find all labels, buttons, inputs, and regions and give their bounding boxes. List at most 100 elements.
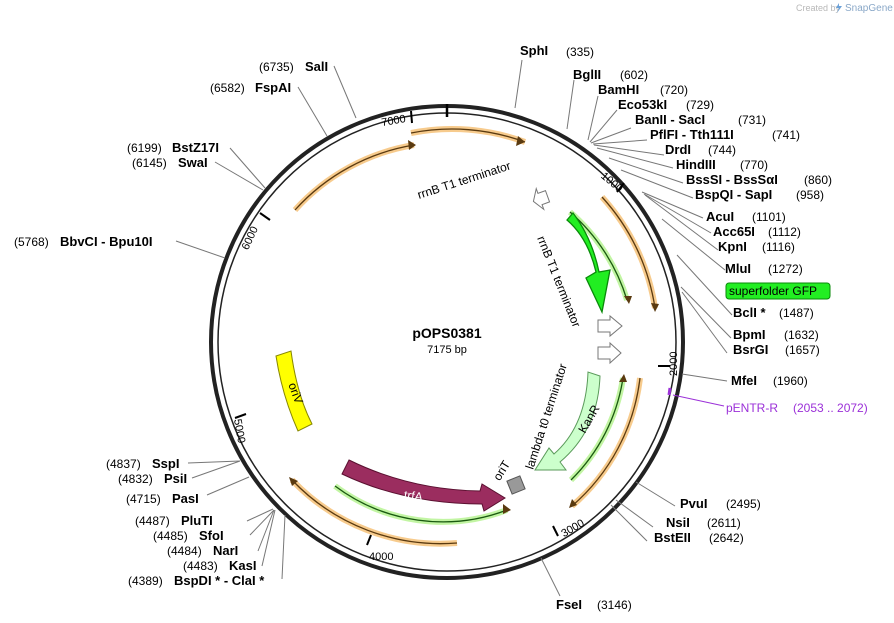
site-hindIII-pos: (770) [740, 158, 768, 172]
site-bamHI-pos: (720) [660, 83, 688, 97]
site-kpnI-name: KpnI [718, 239, 747, 254]
orf-arrowheads [289, 136, 659, 514]
site-swaI-pos: (6145) [132, 156, 167, 170]
gfp-label-box [725, 282, 831, 300]
site-mluI-name: MluI [725, 261, 751, 276]
rrnB-terminator-a-arrow [532, 186, 551, 211]
site-bsrGI-name: BsrGI [733, 342, 768, 357]
site-bbvCI-pos: (5768) [14, 235, 49, 249]
primer-leader [672, 394, 725, 407]
site-bamHI-name: BamHI [598, 82, 639, 97]
site-sphI-name: SphI [520, 43, 548, 58]
snapgene-logo-icon [836, 3, 842, 13]
site-sspI-name: SspI [152, 456, 179, 471]
site-bspQI-pos: (958) [796, 188, 824, 202]
ruler-label-1000: 1000 [598, 170, 624, 195]
site-bstZ17I-name: BstZ17I [172, 140, 219, 155]
ruler-label-6000: 6000 [240, 225, 261, 252]
oriV-feature [275, 350, 313, 432]
site-bpmI-pos: (1632) [784, 328, 819, 342]
site-eco53kI-name: Eco53kI [618, 97, 667, 112]
site-pflFI-pos: (741) [772, 128, 800, 142]
site-bstEII-pos: (2642) [709, 531, 744, 545]
gfp-feature [566, 211, 611, 315]
site-bstEII-name: BstEII [654, 530, 691, 545]
site-acuI-pos: (1101) [752, 210, 786, 224]
site-sfoI-name: SfoI [199, 528, 224, 543]
site-fspAI-name: FspAI [255, 80, 291, 95]
rrnB-terminator-a-label: rrnB T1 terminator [416, 159, 513, 202]
site-bspDI-pos: (4389) [128, 574, 163, 588]
trfA-feature [341, 459, 506, 512]
site-fseI-pos: (3146) [597, 598, 632, 612]
site-bpmI-name: BpmI [733, 327, 766, 342]
tick-4000 [366, 534, 372, 546]
site-nsiI-name: NsiI [666, 515, 690, 530]
terminator-arrows [532, 186, 623, 365]
orf-arcs [289, 126, 658, 547]
site-pvuI-pos: (2495) [726, 497, 761, 511]
site-mfeI-name: MfeI [731, 373, 757, 388]
site-fspAI-pos: (6582) [210, 81, 245, 95]
site-bglII-pos: (602) [620, 68, 648, 82]
site-narI-name: NarI [213, 543, 238, 558]
tick-7000 [410, 110, 413, 124]
tick-5000 [234, 413, 247, 419]
site-hindIII-name: HindIII [676, 157, 716, 172]
plasmid-length: 7175 bp [427, 344, 467, 356]
site-pvuI-name: PvuI [680, 496, 707, 511]
oriT-label: oriT [490, 458, 513, 484]
site-sfoI-pos: (4485) [153, 529, 188, 543]
site-psiI-pos: (4832) [118, 472, 153, 486]
lambda-terminator-arrow [597, 341, 622, 365]
gfp-label: superfolder GFP [729, 284, 817, 298]
site-sspI-pos: (4837) [106, 457, 141, 471]
site-bclI-pos: (1487) [779, 306, 814, 320]
site-bspQI-name: BspQI - SapI [695, 187, 772, 202]
site-bglII-name: BglII [573, 67, 601, 82]
site-drdI-pos: (744) [708, 143, 736, 157]
site-bssSI-pos: (860) [804, 173, 832, 187]
site-pasI-name: PasI [172, 491, 199, 506]
site-kpnI-pos: (1116) [762, 240, 795, 254]
site-banII-pos: (731) [738, 113, 766, 127]
primer-mark [667, 387, 672, 396]
site-bsrGI-pos: (1657) [785, 343, 820, 357]
site-leaders [175, 59, 733, 597]
site-bssSI-name: BssSI - BssSαI [686, 172, 778, 187]
primer-range: (2053 .. 2072) [793, 401, 868, 415]
site-bclI-name: BclI * [733, 305, 766, 320]
credit-brand: SnapGene [845, 3, 893, 14]
primer-name: pENTR-R [726, 401, 778, 415]
site-acc65I-pos: (1112) [768, 225, 801, 239]
site-salI-pos: (6735) [259, 60, 294, 74]
site-salI-name: SalI [305, 59, 328, 74]
oriV-label: oriV [285, 381, 305, 406]
tick-6000 [259, 212, 271, 221]
kanR-feature [534, 371, 601, 471]
site-eco53kI-pos: (729) [686, 98, 714, 112]
oriT-feature [506, 475, 526, 495]
tick-3000 [552, 525, 559, 537]
site-banII-name: BanII - SacI [635, 112, 705, 127]
site-pasI-pos: (4715) [126, 492, 161, 506]
ruler-label-5000: 5000 [231, 418, 247, 444]
site-kasI-name: KasI [229, 558, 256, 573]
site-swaI-name: SwaI [178, 155, 208, 170]
tick-1000 [616, 182, 625, 193]
site-bspDI-name: BspDI * - ClaI * [174, 573, 265, 588]
credit-prefix: Created by [796, 3, 841, 13]
site-pflFI-name: PflFI - Tth111I [650, 127, 734, 142]
site-sphI-pos: (335) [566, 45, 594, 59]
rrnB-terminator-b-label: rrnB T1 terminator [534, 234, 583, 329]
rrnB-terminator-b-arrow [597, 314, 623, 338]
site-bbvCI-name: BbvCI - Bpu10I [60, 234, 152, 249]
ruler-label-7000: 7000 [381, 113, 407, 129]
site-narI-pos: (4484) [167, 544, 202, 558]
site-acc65I-name: Acc65I [713, 224, 755, 239]
site-mluI-pos: (1272) [768, 262, 803, 276]
site-mfeI-pos: (1960) [773, 374, 808, 388]
ruler-label-4000: 4000 [369, 551, 393, 563]
plasmid-name: pOPS0381 [412, 325, 481, 341]
ruler-label-2000: 2000 [668, 352, 680, 376]
